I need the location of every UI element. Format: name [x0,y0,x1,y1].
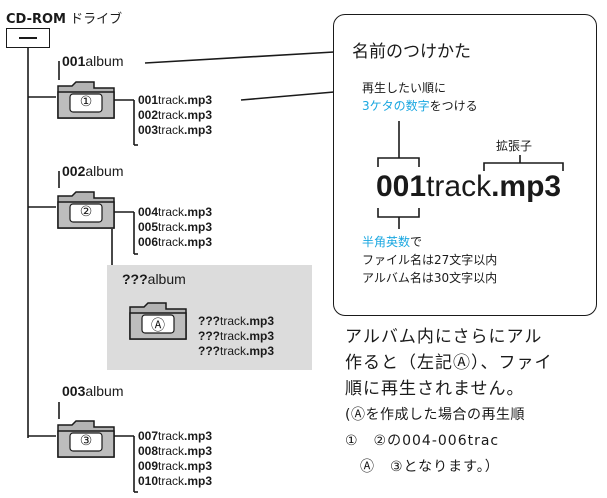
example-filename: 001track.mp3 [376,169,561,205]
folder-badge-002: ② [79,204,93,220]
file-rule: ファイル名は27文字以内 [362,253,498,267]
list-item[interactable]: 007track.mp3 [138,429,213,443]
note-line: アルバム内にさらにアル [345,327,543,347]
drive-heading: CD-ROM ドライブ [6,8,122,27]
order-line: 再生したい順に [362,81,447,95]
folder-label-002: 002album [62,163,124,179]
note-text: アルバム内にさらにアル 作ると（左記Ⓐ）、ファイ 順に再生されません。 (Ⓐを作… [345,324,607,480]
folder-label-001: 001album [62,53,124,69]
note-line: 作ると（左記Ⓐ）、ファイ [345,353,553,373]
drive-icon[interactable] [6,28,50,48]
digits-highlight: 3ケタの数字 [362,99,430,113]
folder-badge-003: ③ [79,433,93,449]
list-item[interactable]: ???track.mp3 [198,344,275,358]
album-rule: アルバム名は30文字以内 [362,271,498,285]
digits-rule: 3ケタの数字をつける [362,99,478,113]
folder-label-nested: ???album [122,271,186,287]
example-brackets [377,121,564,229]
track-list-002: 004track.mp3 005track.mp3 006track.mp3 [138,205,212,250]
list-item[interactable]: 003track.mp3 [138,123,213,137]
folder-icon-001[interactable] [56,80,116,120]
naming-rules-panel: 名前のつけかた 再生したい順に 3ケタの数字をつける 拡張子 001track.… [333,14,597,316]
example-name: track [426,170,492,203]
folder-label-003: 003album [62,383,124,399]
alnum-highlight: 半角英数 [362,235,411,249]
note-line: Ⓐ ③となります。） [345,459,500,475]
digits-suffix: をつける [429,99,478,113]
folder-icon-003[interactable] [56,419,116,459]
folder-icon-nested[interactable] [128,301,188,341]
drive-label: CD-ROM [6,12,66,27]
note-line: ① ②の004-006trac [345,433,500,449]
example-ext: .mp3 [491,170,562,203]
alnum-rule: 半角英数で [362,235,422,249]
note-line: (Ⓐを作成した場合の再生順 [345,407,525,423]
track-list-nested: ???track.mp3 ???track.mp3 ???track.mp3 [198,314,274,359]
folder-icon-002[interactable] [56,190,116,230]
list-item[interactable]: 004track.mp3 [138,205,213,219]
list-item[interactable]: 009track.mp3 [138,459,213,473]
track-list-001: 001track.mp3 002track.mp3 003track.mp3 [138,93,212,138]
list-item[interactable]: 010track.mp3 [138,474,213,488]
list-item[interactable]: 002track.mp3 [138,108,213,122]
list-item[interactable]: ???track.mp3 [198,329,275,343]
example-num: 001 [376,170,427,203]
folder-badge-001: ① [79,94,93,110]
drive-slot [19,37,37,39]
list-item[interactable]: 005track.mp3 [138,220,213,234]
list-item[interactable]: 006track.mp3 [138,235,213,249]
drive-suffix: ドライブ [70,12,123,27]
ext-label: 拡張子 [496,139,533,153]
panel-title: 名前のつけかた [352,42,471,62]
list-item[interactable]: 008track.mp3 [138,444,213,458]
track-list-003: 007track.mp3 008track.mp3 009track.mp3 0… [138,429,212,489]
list-item[interactable]: 001track.mp3 [138,93,213,107]
alnum-suffix: で [410,235,423,249]
folder-badge-nested: Ⓐ [151,318,165,334]
list-item[interactable]: ???track.mp3 [198,314,275,328]
note-line: 順に再生されません。 [345,379,525,399]
